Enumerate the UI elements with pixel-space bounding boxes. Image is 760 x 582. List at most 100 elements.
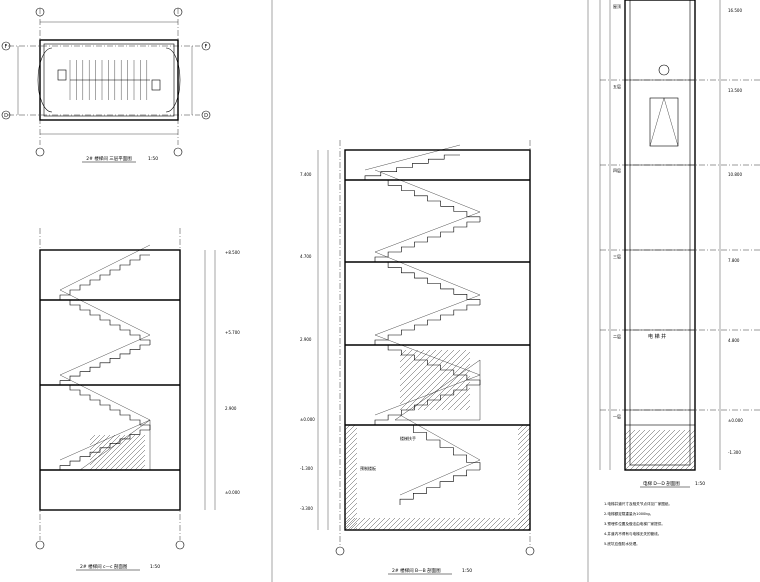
hatch-line (345, 518, 346, 519)
hatch-line (518, 425, 519, 426)
hatch-line (412, 518, 426, 530)
hatch-line (345, 518, 356, 529)
handrail (399, 459, 481, 496)
hatch-line (518, 425, 524, 431)
hatch-line (625, 430, 626, 431)
hatch-line (345, 425, 351, 431)
hatch-line (90, 435, 116, 461)
hatch-line (362, 518, 376, 530)
hatch-line (345, 427, 357, 441)
hatch-line (345, 517, 357, 530)
hatch-line (402, 518, 416, 530)
hatch-line (352, 518, 366, 530)
hatch-line (625, 430, 656, 461)
axis-letter: D (4, 113, 8, 119)
hatch-line (367, 518, 381, 530)
handrail (59, 374, 151, 421)
hatch-line (644, 430, 686, 470)
hatch-line (90, 435, 101, 446)
hatch-line (447, 387, 470, 410)
level-label: -3.300 (300, 506, 313, 511)
stair-flight (375, 344, 481, 385)
hatch-line (625, 430, 636, 441)
hatch (625, 430, 695, 470)
axis-letter: F (5, 44, 8, 50)
hatch-line (372, 518, 386, 530)
hatch-line (400, 350, 425, 375)
hatch-line (639, 430, 681, 470)
hoist-icon (658, 64, 670, 76)
hatch (518, 425, 530, 530)
note-line: 2.电梯额定载重量为1000kg。 (604, 511, 653, 516)
hatch-line (119, 444, 145, 470)
section-title: 2# 楼梯间 B—B 剖面图 (392, 567, 441, 574)
section-scale: 1:50 (462, 568, 472, 574)
hatch-line (518, 487, 530, 501)
note-label: 预制楼板 (360, 465, 376, 471)
hatch-line (345, 462, 357, 476)
hatch-line (492, 518, 506, 530)
section-scale: 1:50 (695, 481, 705, 487)
level-label: ±0.000 (728, 418, 743, 423)
floor-label: 二层 (613, 333, 621, 339)
hatch-line (518, 462, 530, 476)
level-label: 7.800 (728, 258, 740, 263)
hatch-line (397, 518, 411, 530)
hatch-line (497, 518, 511, 530)
hatch (345, 518, 530, 530)
handrail (374, 169, 481, 213)
hatch-line (90, 435, 111, 456)
hatch-line (400, 350, 401, 351)
floor-label: 五层 (613, 83, 621, 89)
hatch-line (507, 518, 521, 530)
hatch-line (457, 518, 471, 530)
hatch-line (432, 518, 446, 530)
hatch-line (400, 350, 461, 410)
hatch-line (90, 435, 126, 470)
hatch-line (453, 393, 470, 410)
hatch (345, 425, 357, 530)
level-label: -1.300 (728, 450, 741, 455)
handrail (374, 294, 481, 336)
hatch-line (104, 435, 141, 470)
stair-flight (375, 179, 481, 222)
level-label: -1.300 (300, 466, 313, 471)
hatch-line (129, 454, 145, 470)
elevator-car (649, 97, 679, 147)
floor-label: 三层 (613, 253, 621, 259)
hatch-line (659, 434, 695, 470)
stair-flight (364, 154, 460, 180)
hatch-line (345, 512, 357, 526)
level-label: 4.800 (728, 338, 740, 343)
note-line: 5.底坑应做防水处理。 (604, 541, 640, 546)
hatch-line (345, 425, 356, 436)
hatch-line (447, 518, 461, 530)
hatch-line (518, 427, 530, 441)
handrail (374, 251, 481, 296)
hatch-line (518, 492, 530, 506)
hatch-line (517, 518, 530, 530)
level-label: 10.800 (728, 172, 742, 177)
hatch-line (487, 518, 501, 530)
hatch-line (345, 477, 357, 491)
hatch-line (345, 457, 357, 471)
hatch-line (90, 435, 91, 436)
axis-letter: D (204, 113, 208, 119)
handrail (59, 244, 151, 291)
hatch-line (357, 518, 371, 530)
hatch-line (679, 454, 695, 470)
hatch-line (452, 518, 466, 530)
hatch-line (674, 449, 695, 470)
axis-letter: F (205, 44, 208, 50)
level-label: +5.700 (225, 330, 240, 335)
stair-flight (400, 424, 481, 470)
hatch-line (124, 449, 145, 470)
hatch-line (518, 507, 530, 521)
hatch-line (467, 518, 481, 530)
hatch-line (512, 518, 526, 530)
level-label: ±0.000 (300, 417, 315, 422)
section-title: 电梯 D—D 剖面图 (643, 480, 680, 487)
hatch-line (649, 430, 691, 470)
hatch-line (400, 350, 455, 405)
hatch-line (345, 502, 357, 516)
